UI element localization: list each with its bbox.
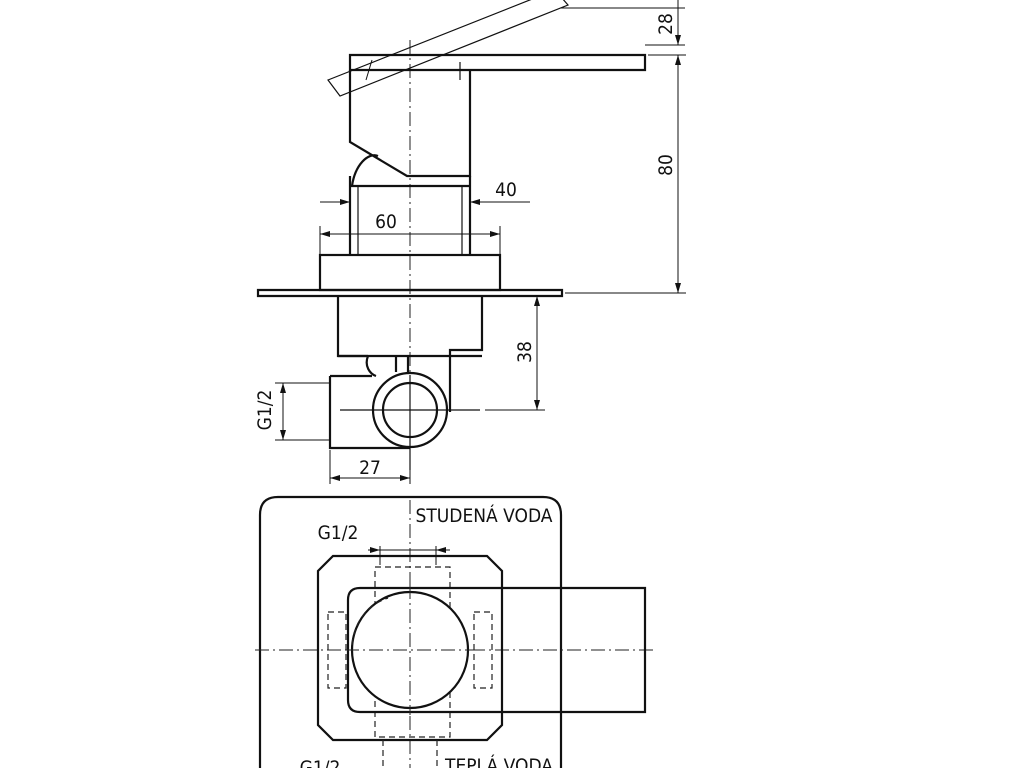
inlet-block xyxy=(328,374,410,450)
front-lever xyxy=(346,586,647,714)
dim-g12-side: G1/2 xyxy=(254,382,330,441)
dim-28-text: 28 xyxy=(655,13,677,35)
dim-g12-top: G1/2 xyxy=(318,522,450,565)
front-rosette xyxy=(316,554,504,742)
hot-water-label: TEPLÁ VODA xyxy=(444,754,553,768)
dim-60: 60 xyxy=(319,211,501,255)
side-view: 28 80 40 60 xyxy=(254,0,686,484)
dim-40: 40 xyxy=(320,179,530,212)
dim-38-text: 38 xyxy=(514,341,536,363)
front-knob-hidden-arc xyxy=(351,597,389,646)
dim-80: 80 xyxy=(565,54,686,294)
inlet-notch xyxy=(365,355,410,378)
handle-body xyxy=(348,70,472,178)
dim-27: 27 xyxy=(329,450,411,484)
dim-g12-bottom-text: G1/2 xyxy=(300,757,341,768)
dim-g12-top-text: G1/2 xyxy=(318,522,359,544)
handle-top-plate xyxy=(348,53,647,72)
dim-60-text: 60 xyxy=(375,211,397,233)
lever-curve xyxy=(350,154,379,187)
dim-38: 38 xyxy=(485,296,545,411)
front-cover-plate xyxy=(258,495,563,768)
dim-27-text: 27 xyxy=(359,457,381,479)
dim-28: 28 xyxy=(560,0,685,46)
dim-40-text: 40 xyxy=(495,179,517,201)
dim-80-text: 80 xyxy=(655,154,677,176)
front-view: G1/2 STUDENÁ VODA TEPLÁ VODA G1/2 xyxy=(255,495,655,768)
cover-plate xyxy=(256,288,564,298)
dim-g12-side-text: G1/2 xyxy=(254,390,276,431)
raised-handle-outline xyxy=(327,0,570,97)
cold-water-label: STUDENÁ VODA xyxy=(416,504,553,527)
